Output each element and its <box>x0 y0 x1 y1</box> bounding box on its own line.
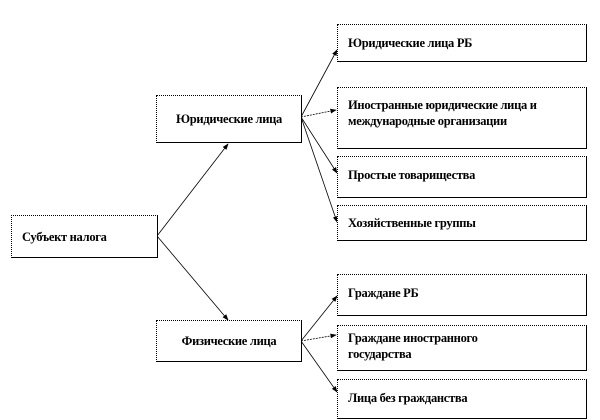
individuals-label: Физические лица <box>181 334 277 348</box>
arrow-root-legal <box>156 143 229 237</box>
individuals-child-node: Лица без гражданства <box>337 379 587 419</box>
arrow-legal-0 <box>300 49 338 118</box>
individuals-child-label: Лица без гражданства <box>348 391 468 405</box>
legal-child-node: Иностранные юридические лица и междунаро… <box>337 87 587 149</box>
individuals-child-node: Граждане иностранного государства <box>337 325 587 371</box>
arrow-legal-1 <box>300 108 337 118</box>
root-node: Субъект налога <box>11 215 158 258</box>
root-label: Субъект налога <box>22 230 107 244</box>
legal-child-label: Хозяйственные группы <box>348 216 476 230</box>
individuals-child-node: Граждане РБ <box>337 274 587 316</box>
legal-entities-node: Юридические лица <box>156 95 302 143</box>
arrow-ind-2 <box>300 340 338 393</box>
arrow-ind-1 <box>300 333 337 342</box>
arrow-root-individuals <box>156 235 229 321</box>
legal-entities-label: Юридические лица <box>176 112 282 126</box>
legal-child-label: Простые товарищества <box>348 168 476 182</box>
individuals-child-label: Граждане РБ <box>348 286 419 300</box>
arrow-ind-0 <box>300 295 338 342</box>
legal-child-node: Простые товарищества <box>337 156 587 198</box>
legal-child-node: Хозяйственные группы <box>337 205 587 241</box>
legal-child-label: Юридические лица РБ <box>348 36 473 50</box>
legal-child-node: Юридические лица РБ <box>337 24 587 62</box>
individuals-node: Физические лица <box>156 320 302 362</box>
individuals-child-label: Граждане иностранного государства <box>348 331 478 361</box>
legal-child-label: Иностранные юридические лица и междунаро… <box>348 98 537 128</box>
arrow-legal-2 <box>300 116 338 174</box>
arrow-legal-3 <box>300 116 338 223</box>
